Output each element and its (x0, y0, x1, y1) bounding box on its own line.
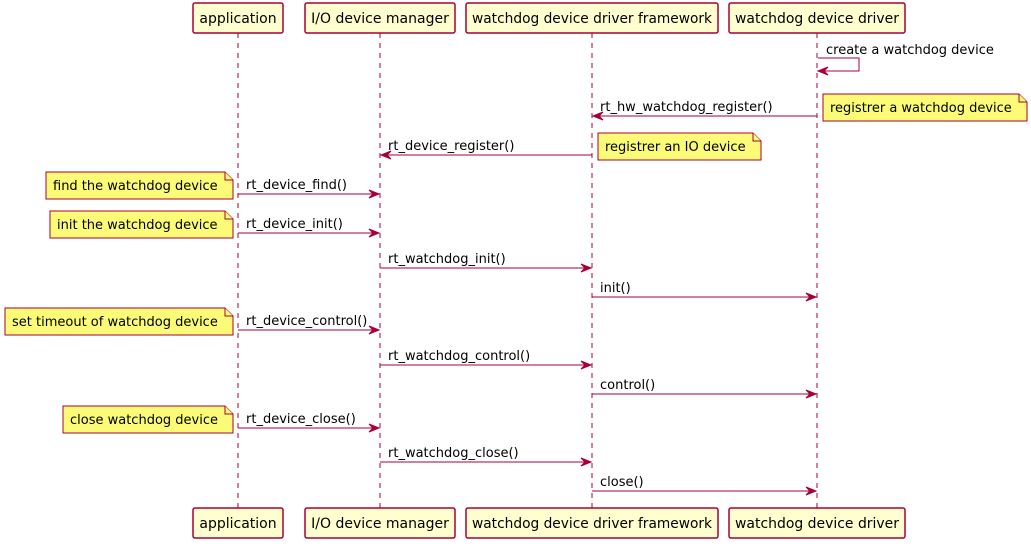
participant-app-bottom: application (192, 507, 284, 539)
message-arrowhead (591, 111, 604, 121)
note-label: set timeout of watchdog device (12, 315, 218, 330)
note-fold (752, 133, 761, 142)
note-box (597, 132, 762, 161)
participants-top: application I/O device manager watchdog de… (192, 2, 906, 34)
message-label: rt_device_find() (246, 178, 347, 193)
message-label: rt_watchdog_control() (388, 349, 530, 364)
participant-box (304, 507, 456, 539)
message-label: rt_device_register() (388, 139, 514, 154)
note-fold (1018, 94, 1027, 103)
note-box (822, 93, 1028, 122)
message-3: rt_device_find() (238, 178, 381, 199)
message-label: init() (600, 281, 631, 296)
note-0: registrer a watchdog device (822, 93, 1028, 122)
note-1: registrer an IO device (597, 132, 762, 161)
message-label: close() (600, 475, 644, 490)
participant-label: watchdog device driver framework (472, 11, 713, 27)
participant-label: watchdog device driver (735, 516, 899, 532)
note-label: close watchdog device (70, 413, 218, 428)
participant-label: watchdog device driver framework (472, 516, 713, 532)
message-label: control() (600, 378, 655, 393)
participant-label: application (199, 11, 276, 27)
note-label: find the watchdog device (53, 179, 218, 194)
message-label: create a watchdog device (826, 43, 994, 58)
note-5: close watchdog device (62, 405, 234, 434)
note-label: init the watchdog device (57, 218, 218, 233)
participant-box (465, 507, 719, 539)
participant-label: application (199, 516, 276, 532)
participant-box (192, 507, 284, 539)
note-3: init the watchdog device (49, 210, 234, 239)
message-9: control() (592, 378, 818, 399)
message-arrowhead (580, 457, 593, 467)
message-label: rt_device_init() (246, 217, 343, 232)
note-fold (224, 172, 233, 181)
message-arrowhead (816, 66, 829, 76)
message-arrowhead (580, 360, 593, 370)
message-arrowhead (368, 228, 381, 238)
message-5: rt_watchdog_init() (380, 252, 593, 273)
note-fold (224, 406, 233, 415)
participant-box (465, 2, 719, 34)
message-arrowhead (368, 423, 381, 433)
message-label: rt_hw_watchdog_register() (600, 100, 773, 115)
message-label: rt_watchdog_close() (388, 446, 519, 461)
participant-label: I/O device manager (311, 516, 449, 532)
message-line (818, 57, 860, 72)
participant-box (304, 2, 456, 34)
message-11: rt_watchdog_close() (380, 446, 593, 467)
message-label: rt_watchdog_init() (388, 252, 506, 267)
message-1: rt_hw_watchdog_register() (591, 100, 817, 121)
message-arrowhead (368, 325, 381, 335)
message-12: close() (592, 475, 818, 496)
message-2: rt_device_register() (379, 139, 592, 160)
participant-wdd-top: watchdog device driver (728, 2, 906, 34)
note-box (45, 171, 234, 200)
messages: create a watchdog device rt_hw_watchdog_r… (238, 43, 994, 496)
message-10: rt_device_close() (238, 412, 381, 433)
note-box (49, 210, 234, 239)
message-arrowhead (368, 189, 381, 199)
participant-wdd-bottom: watchdog device driver (728, 507, 906, 539)
participant-box (192, 2, 284, 34)
message-arrowhead (805, 389, 818, 399)
message-6: init() (592, 281, 818, 302)
note-label: registrer an IO device (605, 140, 746, 155)
note-2: find the watchdog device (45, 171, 234, 200)
message-arrowhead (805, 486, 818, 496)
participant-box (728, 2, 906, 34)
participant-box (728, 507, 906, 539)
message-arrowhead (580, 263, 593, 273)
participant-wdfw-top: watchdog device driver framework (465, 2, 719, 34)
note-box (62, 405, 234, 434)
message-7: rt_device_control() (238, 314, 381, 335)
message-arrowhead (805, 292, 818, 302)
participants-bottom: application I/O device manager watchdog de… (192, 507, 906, 539)
participant-app-top: application (192, 2, 284, 34)
message-0: create a watchdog device (816, 43, 994, 76)
note-box (4, 307, 234, 336)
participant-label: watchdog device driver (735, 11, 899, 27)
message-label: rt_device_close() (246, 412, 356, 427)
note-label: registrer a watchdog device (830, 101, 1012, 116)
message-label: rt_device_control() (246, 314, 367, 329)
participant-wdfw-bottom: watchdog device driver framework (465, 507, 719, 539)
notes: registrer a watchdog device registrer an … (4, 93, 1028, 434)
note-fold (224, 308, 233, 317)
note-4: set timeout of watchdog device (4, 307, 234, 336)
participant-label: I/O device manager (311, 11, 449, 27)
note-fold (224, 211, 233, 220)
participant-iodm-bottom: I/O device manager (304, 507, 456, 539)
message-arrowhead (379, 150, 392, 160)
message-4: rt_device_init() (238, 217, 381, 238)
participant-iodm-top: I/O device manager (304, 2, 456, 34)
message-8: rt_watchdog_control() (380, 349, 593, 370)
